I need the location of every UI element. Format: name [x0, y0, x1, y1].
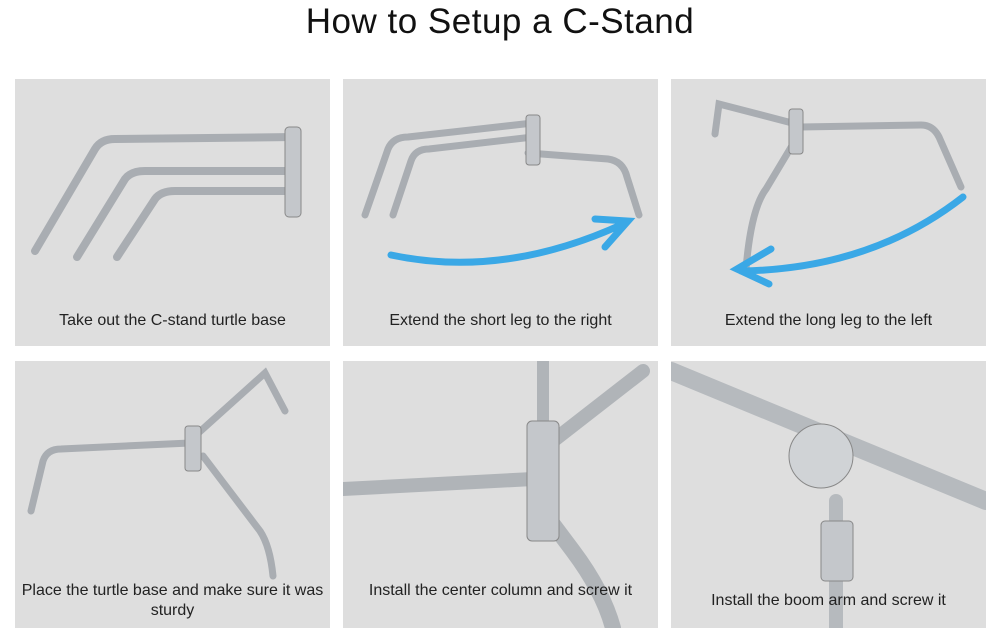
step-5-caption: Install the center column and screw it — [368, 582, 633, 599]
step-1-panel: Take out the C-stand turtle base — [15, 79, 330, 346]
step-4-caption: Place the turtle base and make sure it w… — [21, 582, 324, 619]
center-column-illustration — [343, 361, 650, 628]
turtle-base-folded-illustration — [31, 126, 302, 261]
turtle-base-standing-illustration — [27, 367, 289, 580]
left-arrow-icon — [729, 193, 967, 288]
step-1-caption: Take out the C-stand turtle base — [59, 312, 286, 329]
step-4-panel: Place the turtle base and make sure it w… — [15, 361, 330, 628]
step-6-panel: Install the boom arm and screw it — [671, 361, 986, 628]
step-3-caption: Extend the long leg to the left — [724, 312, 933, 329]
long-leg-extended-illustration — [711, 99, 967, 288]
step-2-caption: Extend the short leg to the right — [389, 312, 612, 329]
page-title: How to Setup a C-Stand — [305, 2, 695, 41]
step-6-caption: Install the boom arm and screw it — [711, 592, 946, 609]
boom-arm-illustration — [671, 362, 986, 628]
step-3-panel: Extend the long leg to the left — [671, 79, 986, 346]
short-leg-extended-illustration — [361, 114, 643, 266]
step-2-panel: Extend the short leg to the right — [343, 79, 658, 346]
right-arrow-icon — [387, 215, 636, 266]
step-5-panel: Install the center column and screw it — [343, 361, 658, 628]
